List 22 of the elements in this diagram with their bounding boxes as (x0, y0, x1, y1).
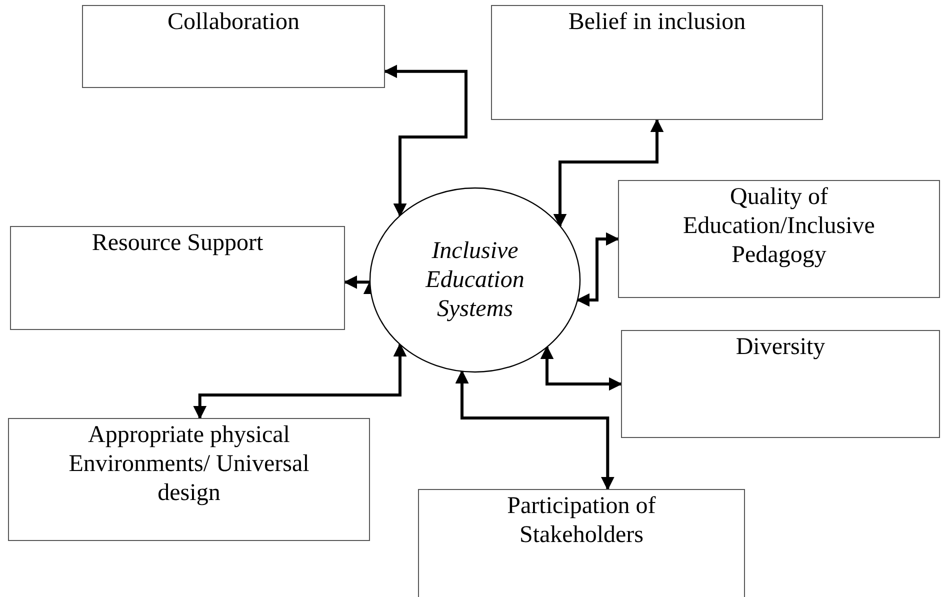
double-arrow (540, 346, 622, 391)
concept-box (82, 5, 385, 88)
box-label: Quality of Education/Inclusive Pedagogy (682, 183, 876, 270)
concept-box (418, 489, 745, 597)
box-label: Participation of Stakeholders (506, 492, 657, 550)
double-arrow (455, 370, 614, 490)
concept-box (621, 330, 940, 438)
box-label: Collaboration (168, 8, 300, 37)
box-label: Belief in inclusion (568, 8, 746, 37)
concept-box (8, 418, 370, 541)
concept-box (491, 5, 823, 120)
double-arrow (193, 343, 407, 420)
double-arrow (576, 232, 620, 307)
box-label: Appropriate physical Environments/ Universal design (68, 421, 310, 508)
ellipse-node (369, 187, 581, 373)
concept-box (10, 226, 345, 330)
double-arrow (553, 118, 664, 228)
center-label: Inclusive Education Systems (424, 236, 526, 324)
box-label: Diversity (736, 333, 826, 362)
box-label: Resource Support (92, 229, 264, 258)
concept-box (618, 180, 940, 298)
double-arrow (384, 64, 468, 217)
